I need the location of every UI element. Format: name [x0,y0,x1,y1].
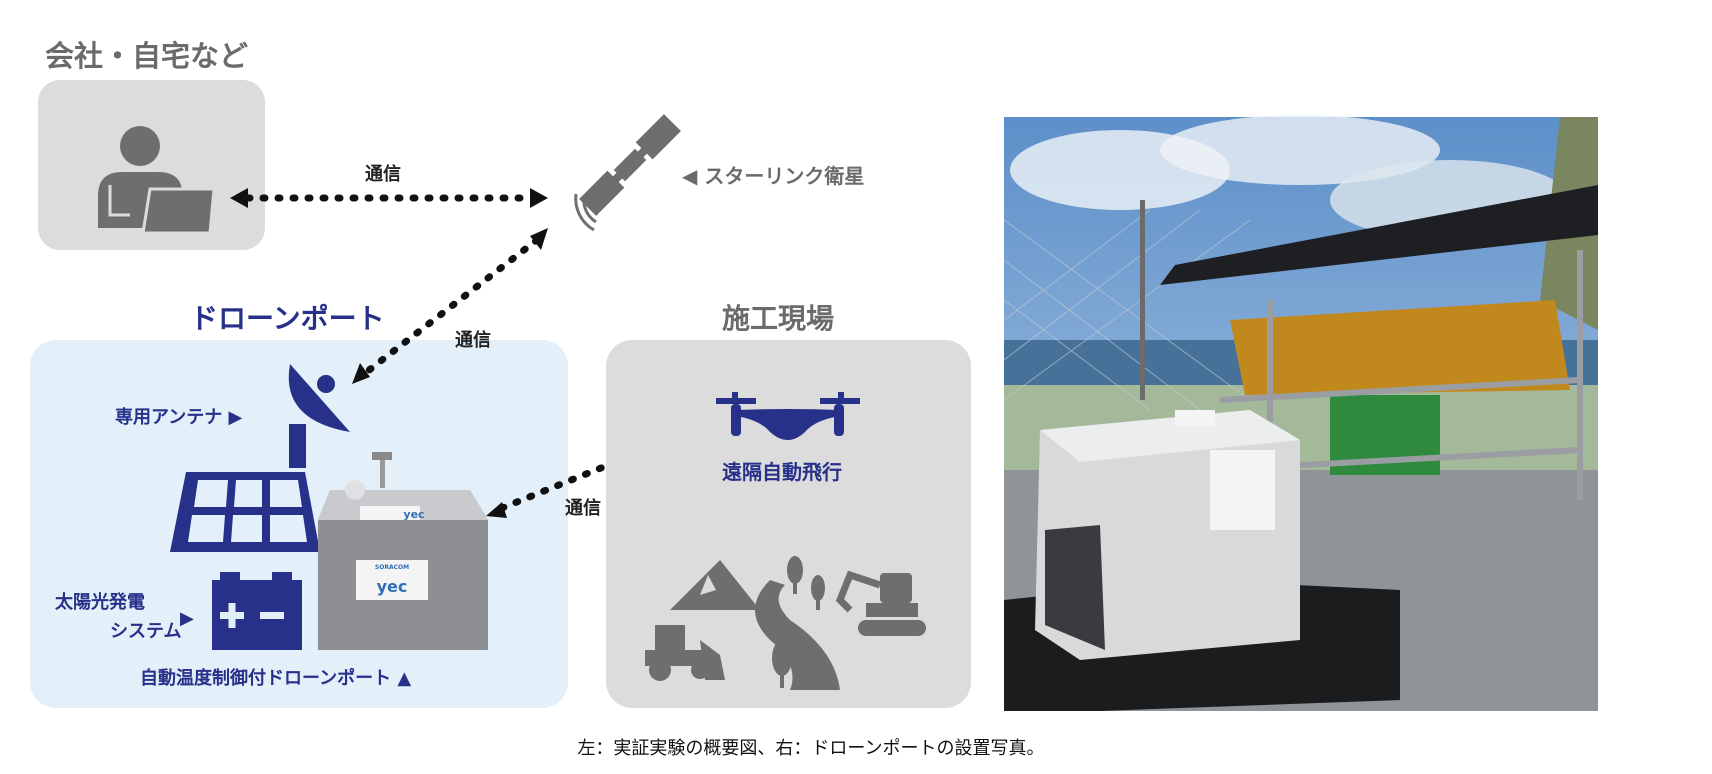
site-title: 施工現場 [722,302,834,335]
link-satellite-port [360,236,541,378]
link-label-home-satellite: 通信 [365,163,401,185]
box-logo-brand: SORACOM [375,564,409,571]
satellite-icon [574,114,681,232]
solar-label-2: システム [110,621,181,642]
droneport-title: ドローンポート [190,302,385,335]
link-label-satellite-port: 通信 [455,329,491,351]
drone-icon [716,392,860,440]
antenna-icon [288,364,350,468]
solar-label-1: 太陽光発電 [55,591,145,613]
solar-panel-icon [170,472,320,552]
construction-site-icon [645,556,926,690]
droneport-label: 自動温度制御付ドローンポート ▲ [140,667,411,689]
satellite-label: ◀ スターリンク衛星 [682,164,864,188]
droneport-box-image [318,452,488,650]
droneport-installation-photo [1003,115,1598,711]
box-logo-top: yec [403,508,424,521]
solar-arrow: ▶ [180,608,194,629]
antenna-label: 専用アンテナ ▶ [115,406,243,428]
battery-icon [212,572,302,650]
link-label-port-site: 通信 [565,497,601,519]
figure-caption: 左：実証実験の概要図、右：ドローンポートの設置写真。 [577,738,1044,759]
person-with-laptop-icon [98,126,216,235]
home-title: 会社・自宅など [45,39,248,73]
drone-label: 遠隔自動飛行 [722,460,842,484]
box-logo-bottom: yec [377,577,408,596]
